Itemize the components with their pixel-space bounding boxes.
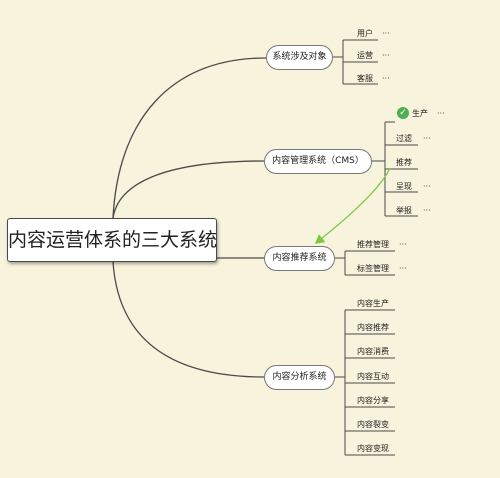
branch-recommendation-system[interactable]: 内容推荐系统 bbox=[264, 246, 335, 271]
leaf-recommendation-management[interactable]: 推荐管理 bbox=[357, 240, 389, 249]
more-icon[interactable]: ··· bbox=[423, 182, 431, 191]
more-icon[interactable]: ··· bbox=[423, 134, 431, 143]
more-icon[interactable]: ··· bbox=[382, 74, 390, 83]
connector-root-cms bbox=[112, 160, 265, 219]
branch-system-objects[interactable]: 系统涉及对象 bbox=[266, 45, 333, 70]
leaf-content-monetization[interactable]: 内容变现 bbox=[357, 444, 389, 453]
more-icon[interactable]: ··· bbox=[399, 264, 407, 273]
relationship-arrow bbox=[314, 167, 391, 244]
leaf-operations[interactable]: 运营 bbox=[357, 51, 373, 60]
checkmark-icon: ✓ bbox=[397, 107, 409, 119]
connector-root-analysis bbox=[112, 261, 265, 378]
leaf-content-production[interactable]: 内容生产 bbox=[357, 299, 389, 308]
leaf-content-fission[interactable]: 内容裂变 bbox=[357, 420, 389, 429]
more-icon[interactable]: ··· bbox=[437, 109, 445, 118]
leaf-display[interactable]: 呈现 bbox=[396, 182, 412, 191]
more-icon[interactable]: ··· bbox=[382, 29, 390, 38]
root-topic[interactable]: 内容运营体系的三大系统 bbox=[7, 218, 217, 262]
more-icon[interactable]: ··· bbox=[399, 240, 407, 249]
leaf-production[interactable]: 生产 bbox=[412, 109, 428, 118]
leaf-user[interactable]: 用户 bbox=[357, 29, 373, 38]
connector-system-objects-leaves bbox=[333, 39, 378, 85]
connector-root-system-objects bbox=[112, 57, 267, 219]
leaf-filtering[interactable]: 过滤 bbox=[396, 134, 412, 143]
leaf-content-recommendation[interactable]: 内容推荐 bbox=[357, 323, 389, 332]
branch-analysis-system[interactable]: 内容分析系统 bbox=[264, 365, 335, 390]
connector-recommendation-leaves bbox=[335, 250, 395, 276]
leaf-recommend[interactable]: 推荐 bbox=[396, 158, 412, 167]
connector-cms-leaves bbox=[372, 121, 418, 217]
leaf-content-consumption[interactable]: 内容消费 bbox=[357, 347, 389, 356]
leaf-tag-management[interactable]: 标签管理 bbox=[357, 264, 389, 273]
more-icon[interactable]: ··· bbox=[382, 51, 390, 60]
more-icon[interactable]: ··· bbox=[423, 206, 431, 215]
leaf-report[interactable]: 举报 bbox=[396, 206, 412, 215]
leaf-content-interaction[interactable]: 内容互动 bbox=[357, 372, 389, 381]
leaf-customer-service[interactable]: 客服 bbox=[357, 74, 373, 83]
leaf-content-sharing[interactable]: 内容分享 bbox=[357, 396, 389, 405]
branch-cms[interactable]: 内容管理系统（CMS） bbox=[264, 149, 372, 174]
connector-analysis-leaves bbox=[335, 309, 395, 456]
